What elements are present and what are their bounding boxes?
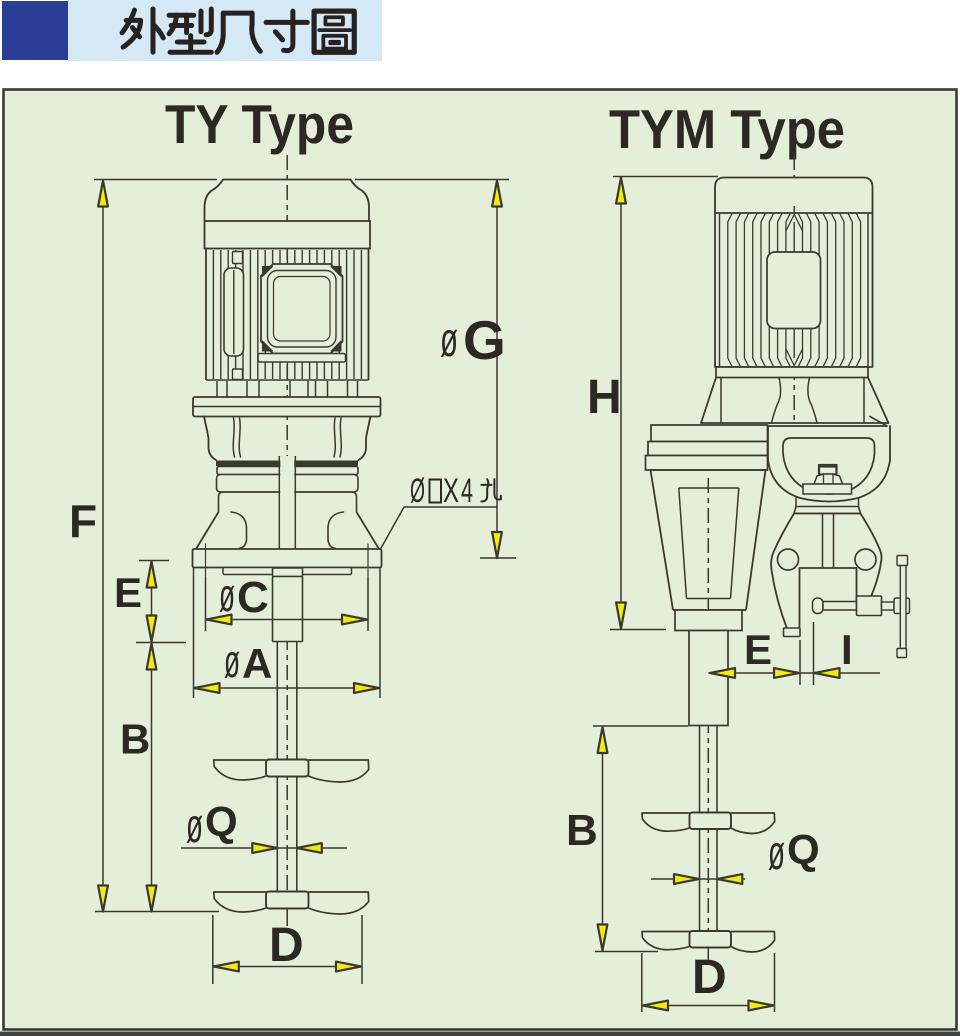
svg-text:ø: ø (440, 314, 458, 367)
svg-text:E: E (114, 569, 142, 616)
svg-text:4: 4 (461, 472, 473, 510)
svg-text:B: B (120, 716, 150, 763)
svg-text:Q: Q (787, 826, 820, 873)
svg-text:A: A (242, 640, 272, 687)
svg-text:Ø: Ø (410, 472, 425, 510)
svg-text:ø: ø (768, 827, 785, 880)
svg-text:F: F (69, 495, 97, 547)
svg-text:E: E (744, 626, 772, 673)
svg-text:X: X (443, 472, 459, 510)
svg-text:TY Type: TY Type (165, 93, 354, 155)
svg-text:TYM Type: TYM Type (609, 98, 845, 160)
svg-text:I: I (841, 626, 853, 673)
svg-text:ø: ø (224, 635, 240, 687)
svg-text:B: B (566, 806, 598, 855)
svg-text:Q: Q (205, 798, 238, 845)
svg-text:D: D (692, 951, 727, 1004)
svg-text:ø: ø (186, 800, 203, 853)
svg-text:C: C (237, 573, 269, 622)
svg-text:D: D (269, 919, 304, 972)
svg-text:ø: ø (219, 569, 235, 621)
svg-text:H: H (587, 371, 622, 424)
svg-text:G: G (463, 309, 506, 371)
